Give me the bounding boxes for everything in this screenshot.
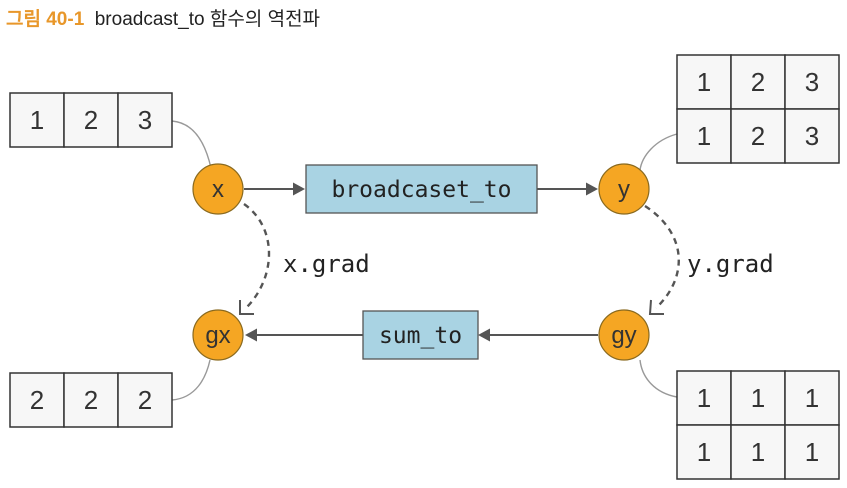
figure-caption: 그림 40-1 broadcast_to 함수의 역전파 xyxy=(6,8,320,30)
array-cell xyxy=(63,372,119,428)
array-value: 1 xyxy=(697,383,711,413)
gy-array: 1 1 1 1 1 1 xyxy=(676,370,840,480)
x-grad-arrow xyxy=(243,203,271,309)
array-cell xyxy=(730,424,786,480)
array-value: 2 xyxy=(30,385,44,415)
array-value: 3 xyxy=(805,67,819,97)
node-gy: gy xyxy=(598,309,650,361)
gy-array-connector xyxy=(639,359,678,398)
array-cell xyxy=(730,370,786,426)
array-value: 2 xyxy=(751,121,765,151)
node-label: y xyxy=(618,176,630,203)
array-value: 1 xyxy=(697,67,711,97)
array-value: 1 xyxy=(697,121,711,151)
array-value: 3 xyxy=(805,121,819,151)
arrowhead-icon xyxy=(478,328,490,342)
x-array: 1 2 3 xyxy=(9,92,173,148)
array-cell xyxy=(63,92,119,148)
x-array-connector xyxy=(171,120,212,169)
array-value: 2 xyxy=(84,105,98,135)
array-value: 2 xyxy=(84,385,98,415)
node-gx: gx xyxy=(192,309,244,361)
array-cell xyxy=(117,372,173,428)
figure-title: broadcast_to 함수의 역전파 xyxy=(95,8,320,30)
array-cell xyxy=(784,424,840,480)
array-cell xyxy=(9,92,65,148)
array-value: 1 xyxy=(805,383,819,413)
function-label: broadcaset_to xyxy=(331,177,511,203)
gx-array-connector xyxy=(171,359,211,401)
array-value: 1 xyxy=(697,437,711,467)
open-arrowhead-icon xyxy=(239,300,254,315)
x-grad-label: x.grad xyxy=(283,250,370,278)
open-arrowhead-icon xyxy=(648,299,664,315)
arrowhead-icon xyxy=(293,182,305,196)
array-value: 2 xyxy=(751,67,765,97)
y-grad-label: y.grad xyxy=(687,250,774,278)
y-array-connector xyxy=(639,133,678,171)
array-cell xyxy=(730,54,786,110)
arrowhead-icon xyxy=(245,328,257,342)
array-value: 3 xyxy=(138,105,152,135)
array-value: 2 xyxy=(138,385,152,415)
array-cell xyxy=(676,424,732,480)
node-label: gx xyxy=(205,322,230,349)
node-y: y xyxy=(598,163,650,215)
node-x: x xyxy=(192,163,244,215)
array-cell xyxy=(676,108,732,164)
broadcast-to-function-box: broadcaset_to xyxy=(305,164,538,214)
array-value: 1 xyxy=(805,437,819,467)
array-cell xyxy=(117,92,173,148)
array-value: 1 xyxy=(751,437,765,467)
y-grad-arrow xyxy=(644,204,680,309)
arrowhead-icon xyxy=(586,182,598,196)
array-value: 1 xyxy=(751,383,765,413)
array-cell xyxy=(784,108,840,164)
array-value: 1 xyxy=(30,105,44,135)
y-array: 1 2 3 1 2 3 xyxy=(676,54,840,164)
figure-number: 그림 40-1 xyxy=(6,8,85,30)
sum-to-function-box: sum_to xyxy=(362,310,479,360)
gx-array: 2 2 2 xyxy=(9,372,173,428)
node-label: x xyxy=(212,176,224,203)
function-label: sum_to xyxy=(379,323,462,349)
node-label: gy xyxy=(611,322,636,349)
